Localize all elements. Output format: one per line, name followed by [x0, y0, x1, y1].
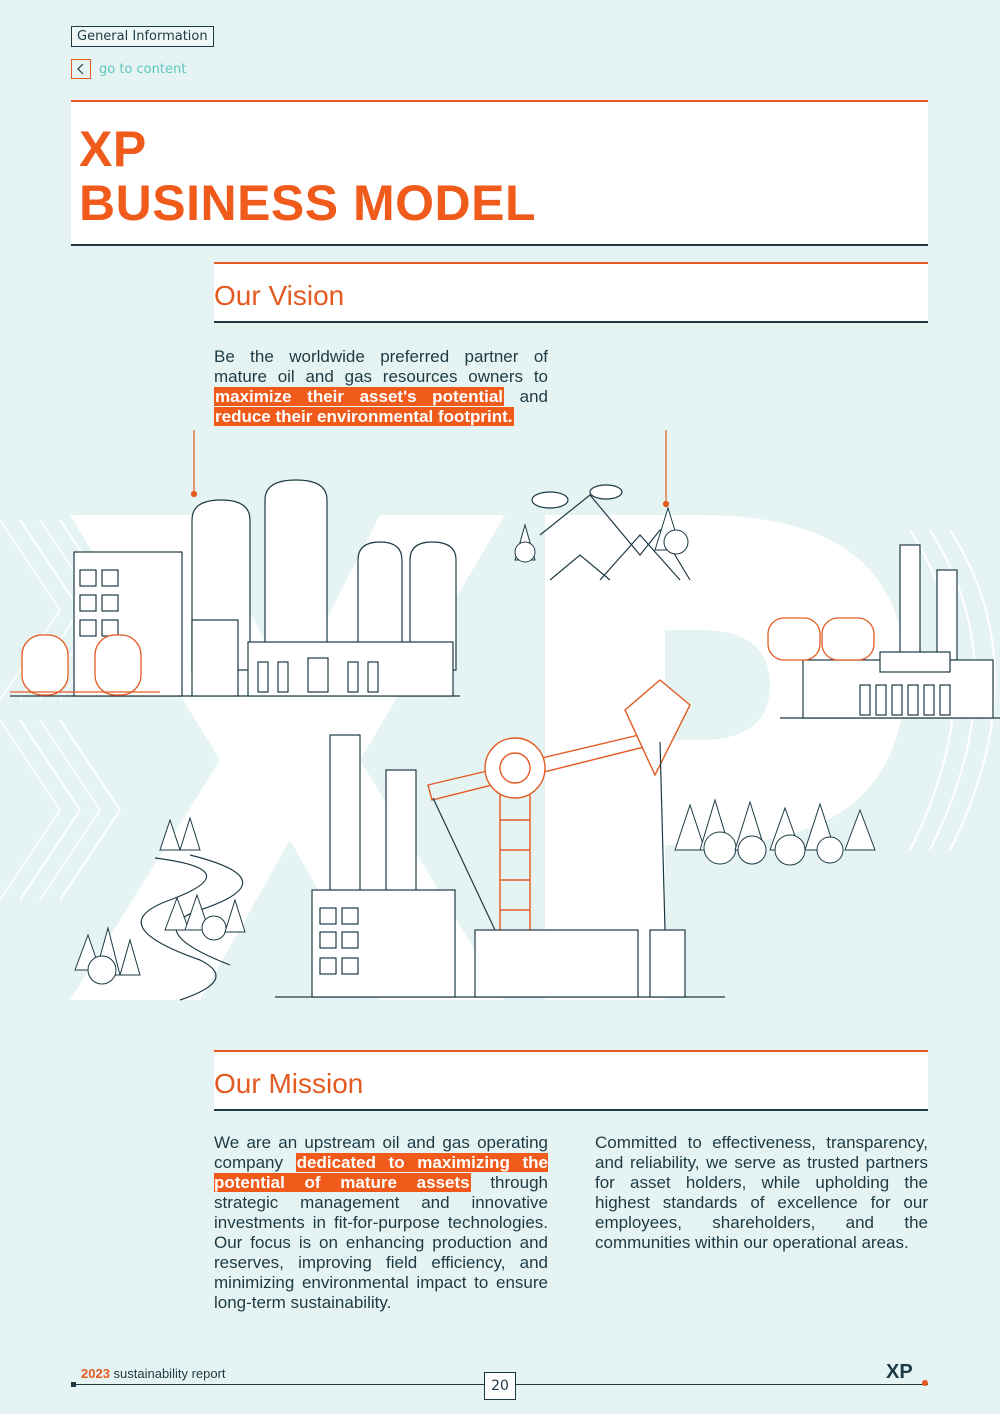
mission-heading-box: Our Mission [214, 1050, 928, 1111]
footer-report-label: 2023 sustainability report [81, 1366, 226, 1381]
mission-text-col1: We are an upstream oil and gas operating… [214, 1133, 549, 1313]
vision-text-mid: and [504, 387, 549, 406]
page-title: XP BUSINESS MODEL [79, 122, 536, 230]
trees [74, 506, 876, 985]
right-tanks [767, 617, 875, 661]
page-number: 20 [484, 1372, 516, 1400]
section-tag[interactable]: General Information [71, 26, 214, 47]
vision-text-before: Be the worldwide preferred partner of ma… [214, 347, 548, 386]
mission-text-col2: Committed to effectiveness, transparency… [595, 1133, 928, 1252]
vision-connectors [190, 430, 670, 508]
go-to-content-label: go to content [99, 61, 187, 77]
distillation-towers [191, 479, 457, 697]
page-title-line2: BUSINESS MODEL [79, 175, 537, 231]
vision-highlight-1: maximize their asset's potential [214, 387, 505, 406]
mission-heading: Our Mission [214, 1068, 364, 1099]
vision-highlight-2: reduce their environmental footprint. [214, 407, 514, 426]
lower-factory [311, 734, 456, 998]
right-factory [802, 544, 994, 719]
title-box: XP BUSINESS MODEL [71, 100, 928, 246]
pump-jack [427, 679, 691, 930]
mission-col1-before: We are an upstream oil and gas operating… [214, 1133, 548, 1172]
vision-text: Be the worldwide preferred partner of ma… [214, 347, 548, 427]
industrial-illustration [0, 430, 1000, 1001]
left-tanks [10, 634, 160, 696]
vision-heading-box: Our Vision [214, 262, 928, 323]
footer-report-text: sustainability report [109, 1366, 226, 1381]
vision-heading: Our Vision [214, 280, 345, 311]
pump-base [432, 741, 686, 998]
footer-year: 2023 [81, 1366, 110, 1381]
footer-dot [71, 1382, 76, 1387]
go-to-content-link[interactable]: go to content [71, 59, 186, 79]
footer-logo-dot [922, 1380, 928, 1386]
footer-logo: XP [886, 1361, 913, 1383]
chevron-left-icon [71, 59, 91, 79]
page-title-line1: XP [79, 121, 147, 177]
mission-col1-after: through strategic management and innovat… [214, 1173, 548, 1312]
